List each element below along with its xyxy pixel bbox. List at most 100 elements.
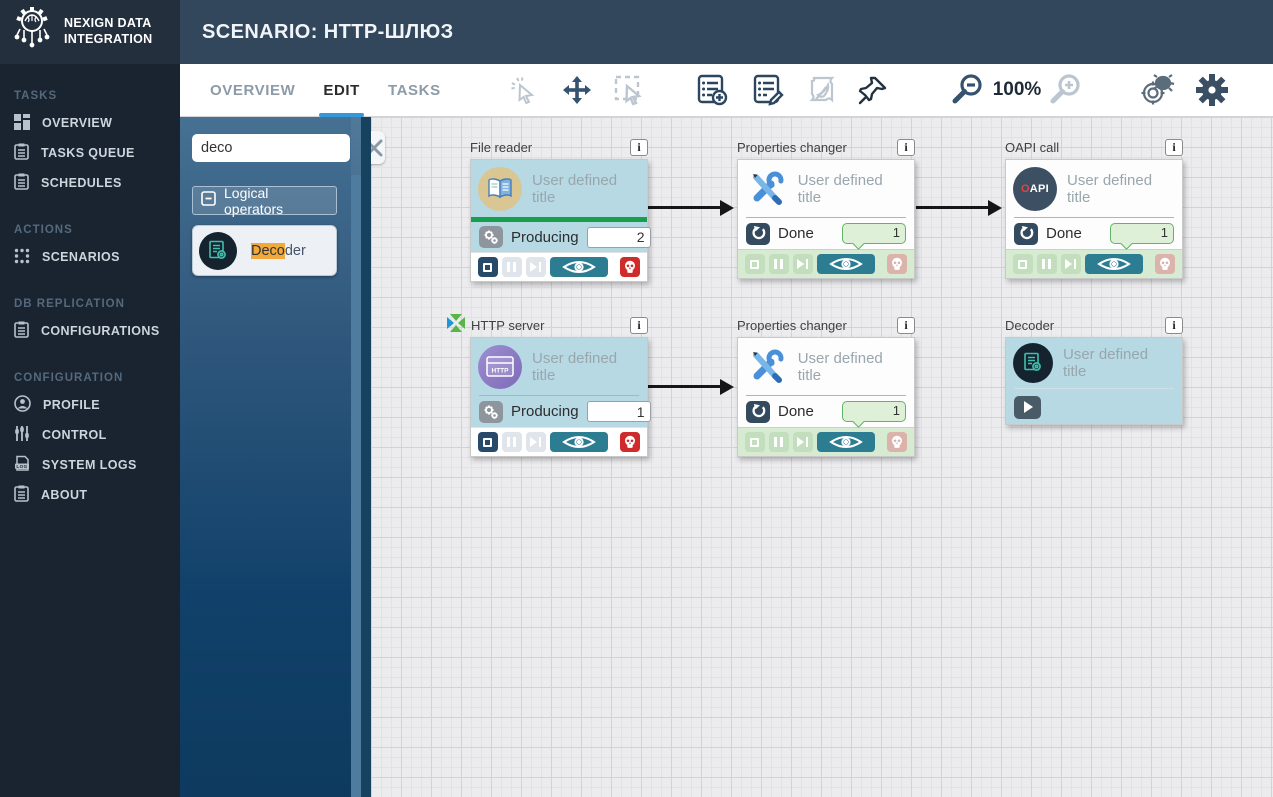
gear-shape [16, 6, 48, 32]
connection-point-icon [446, 313, 466, 338]
info-button[interactable]: i [630, 316, 648, 334]
palette-scrollbar-thumb[interactable] [351, 175, 361, 797]
node-http-server[interactable]: HTTP server i HTTP User defined title Pr… [447, 313, 651, 457]
scenario-canvas[interactable]: File reader i User defined title Produci… [371, 117, 1273, 797]
pause-button[interactable] [501, 257, 522, 277]
connector-arrow [648, 199, 734, 216]
stop-button[interactable] [1013, 254, 1033, 274]
settings-button[interactable] [1195, 73, 1229, 107]
watch-button[interactable] [1084, 254, 1144, 274]
sidebar-item-profile[interactable]: PROFILE [0, 390, 180, 420]
sidebar-item-scenarios[interactable]: SCENARIOS [0, 242, 180, 272]
node-controls [471, 252, 647, 281]
node-properties-changer-2[interactable]: Properties changer i User defined title … [737, 315, 915, 457]
zoom-in-button[interactable] [1049, 73, 1083, 107]
node-card[interactable]: User defined title Done 1 [737, 337, 915, 457]
zoom-in-icon [1050, 74, 1080, 104]
skip-button[interactable] [1060, 254, 1081, 274]
log-icon-label: LOG [16, 464, 27, 469]
done-icon [1014, 222, 1038, 245]
sidebar-item-configurations[interactable]: CONFIGURATIONS [0, 316, 180, 346]
skull-icon [625, 435, 636, 448]
sidebar-item-label: CONTROL [42, 428, 107, 442]
info-button[interactable]: i [1165, 138, 1183, 156]
error-skull-button[interactable] [887, 254, 907, 274]
section-label: CONFIGURATION [14, 372, 124, 384]
stop-button[interactable] [745, 254, 765, 274]
node-oapi-call[interactable]: OAPI call i OAPI User defined title Done… [1005, 137, 1183, 279]
sidebar-item-label: SCHEDULES [41, 176, 122, 190]
skip-button[interactable] [525, 257, 546, 277]
pointer-tool-button[interactable] [509, 75, 539, 105]
search-input[interactable] [192, 133, 350, 162]
sliders-icon [14, 425, 30, 445]
sidebar-item-control[interactable]: CONTROL [0, 420, 180, 450]
zoom-out-button[interactable] [951, 73, 985, 107]
http-icon-label: HTTP [492, 367, 510, 374]
error-skull-button[interactable] [620, 432, 640, 452]
zoom-level-value: 100% [992, 79, 1042, 100]
sidebar-item-overview[interactable]: OVERVIEW [0, 108, 180, 138]
section-label: DB REPLICATION [14, 298, 125, 310]
add-list-button[interactable] [695, 73, 729, 107]
pause-button[interactable] [768, 254, 789, 274]
divider [1014, 217, 1174, 218]
error-skull-button[interactable] [620, 257, 640, 277]
info-button[interactable]: i [897, 316, 915, 334]
script-button[interactable] [805, 73, 839, 107]
count-input[interactable] [586, 226, 651, 248]
node-decoder[interactable]: Decoder i User defined title [1005, 315, 1183, 425]
info-button[interactable]: i [897, 138, 915, 156]
edit-list-button[interactable] [751, 73, 785, 107]
info-button[interactable]: i [1165, 316, 1183, 334]
count-input[interactable] [586, 401, 651, 422]
stop-button[interactable] [745, 432, 765, 452]
skip-button[interactable] [792, 254, 813, 274]
play-button[interactable] [1014, 395, 1041, 419]
user-defined-title: User defined title [1067, 171, 1153, 206]
node-title: File reader [470, 139, 533, 155]
node-properties-changer-1[interactable]: Properties changer i User defined title … [737, 137, 915, 279]
node-card[interactable]: User defined title [1005, 337, 1183, 425]
pause-button[interactable] [768, 432, 789, 452]
watch-button[interactable] [549, 257, 609, 277]
tab-edit[interactable]: EDIT [319, 64, 364, 117]
palette-group-logical-operators[interactable]: Logical operators [192, 185, 337, 217]
pause-button[interactable] [1036, 254, 1057, 274]
pause-button[interactable] [501, 432, 522, 452]
sidebar-item-system-logs[interactable]: LOG SYSTEM LOGS [0, 450, 180, 480]
pin-button[interactable] [857, 74, 889, 106]
palette-item-decoder[interactable]: Decoder [192, 225, 337, 276]
stop-button[interactable] [478, 257, 498, 277]
pin-icon [858, 76, 886, 105]
tab-tasks[interactable]: TASKS [388, 64, 441, 117]
sidebar-item-tasks-queue[interactable]: TASKS QUEUE [0, 138, 180, 168]
tab-overview[interactable]: OVERVIEW [210, 64, 295, 117]
node-card[interactable]: User defined title Done 1 [737, 159, 915, 279]
circuit-traces [14, 28, 50, 47]
collapse-icon [201, 190, 216, 211]
node-file-reader[interactable]: File reader i User defined title Produci… [470, 137, 651, 282]
gear-icon [1196, 74, 1229, 106]
node-card[interactable]: OAPI User defined title Done 1 [1005, 159, 1183, 279]
skip-button[interactable] [792, 432, 813, 452]
watch-button[interactable] [816, 254, 876, 274]
stop-button[interactable] [478, 432, 498, 452]
error-skull-button[interactable] [887, 432, 907, 452]
watch-button[interactable] [549, 432, 609, 452]
node-card[interactable]: HTTP User defined title Producing [470, 337, 651, 457]
watch-button[interactable] [816, 432, 876, 452]
error-skull-button[interactable] [1155, 254, 1175, 274]
logo-block: NEXIGN DATA INTEGRATION [0, 0, 180, 64]
node-card[interactable]: User defined title Producing [470, 159, 651, 282]
debug-button[interactable] [1139, 73, 1175, 107]
profile-icon [14, 395, 31, 415]
page-header: SCENARIO: HTTP-ШЛЮЗ [180, 0, 1273, 64]
sidebar-item-about[interactable]: ABOUT [0, 480, 180, 510]
marquee-select-tool-button[interactable] [613, 74, 645, 106]
sidebar-item-schedules[interactable]: SCHEDULES [0, 168, 180, 198]
skip-button[interactable] [525, 432, 546, 452]
log-icon: LOG [14, 455, 30, 475]
info-button[interactable]: i [630, 138, 648, 156]
move-tool-button[interactable] [561, 74, 593, 106]
